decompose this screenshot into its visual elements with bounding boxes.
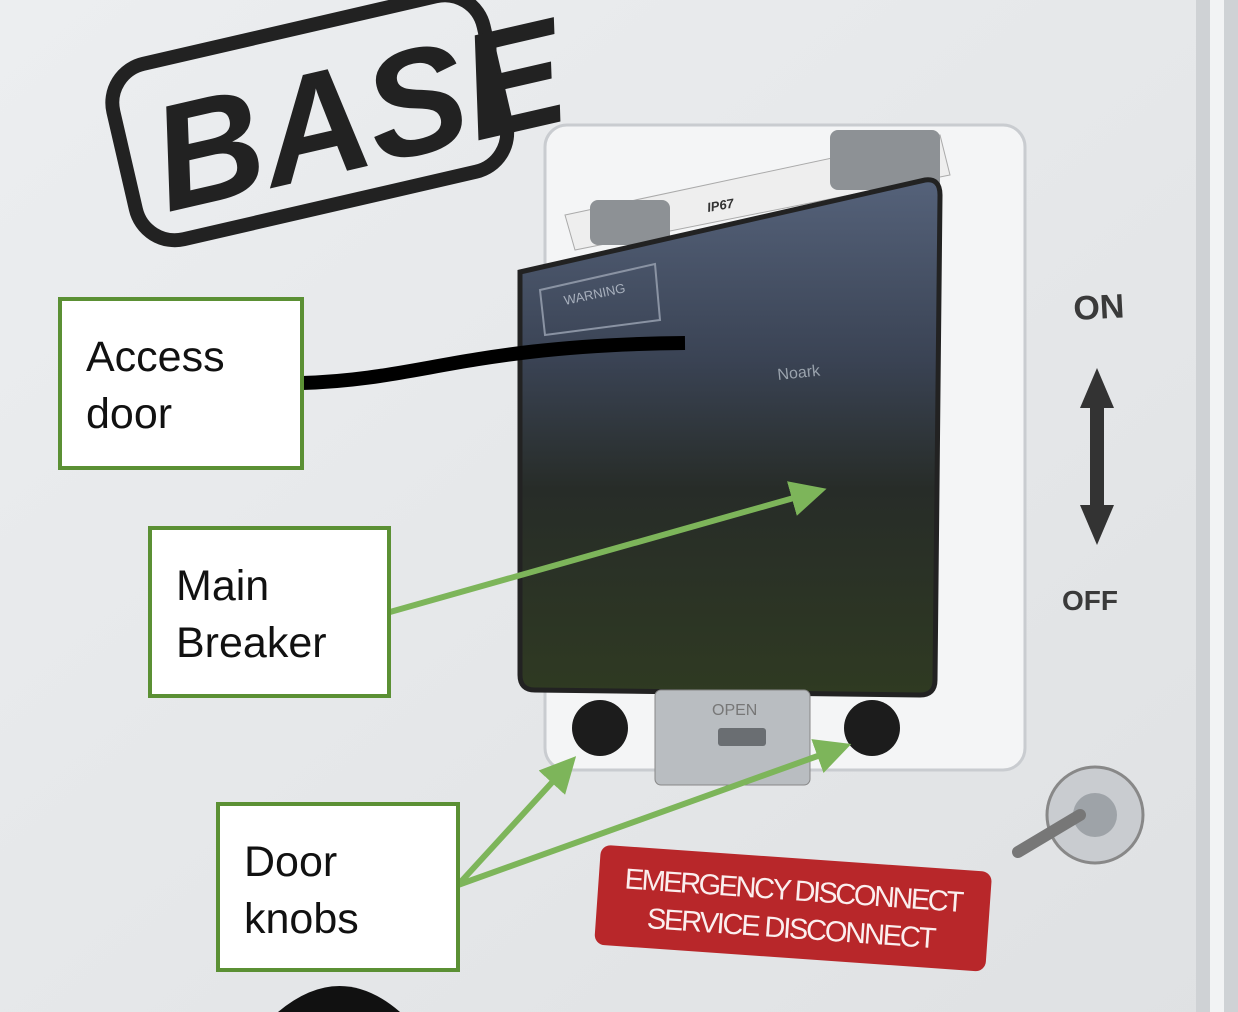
callout-text: knobs xyxy=(244,895,359,943)
callout-text: door xyxy=(86,390,173,438)
door-knob-arrow-right xyxy=(456,739,852,888)
callout-text: Breaker xyxy=(176,619,327,667)
lock-screw xyxy=(1012,765,1145,865)
port-hole xyxy=(278,986,400,1012)
callout-access-door: Access door xyxy=(58,297,304,470)
svg-text:IP67: IP67 xyxy=(706,195,736,215)
disconnect-label: EMERGENCY DISCONNECT SERVICE DISCONNECT xyxy=(594,845,992,972)
access-door-window xyxy=(517,177,943,698)
callout-door-knobs: Door knobs xyxy=(216,802,460,972)
main-breaker-arrow xyxy=(389,481,827,615)
hinge xyxy=(590,200,670,245)
up-down-arrow-icon xyxy=(1080,368,1114,545)
callout-main-breaker: Main Breaker xyxy=(148,526,391,698)
callout-text: Access xyxy=(86,333,225,381)
door-knob-arrow-left xyxy=(455,756,577,888)
hinge xyxy=(830,130,940,190)
svg-text:Noark: Noark xyxy=(777,363,822,384)
door-knob-right xyxy=(844,700,900,756)
breaker-enclosure: IP67 WARNING Noark OPEN xyxy=(517,123,1027,786)
callout-text: Door xyxy=(244,838,338,886)
on-label: ON xyxy=(1072,287,1125,328)
svg-text:OPEN: OPEN xyxy=(712,702,757,719)
callout-text: Main xyxy=(176,562,270,610)
door-knob-left xyxy=(572,700,628,756)
access-door-pointer xyxy=(301,336,686,390)
off-label: OFF xyxy=(1062,585,1118,616)
